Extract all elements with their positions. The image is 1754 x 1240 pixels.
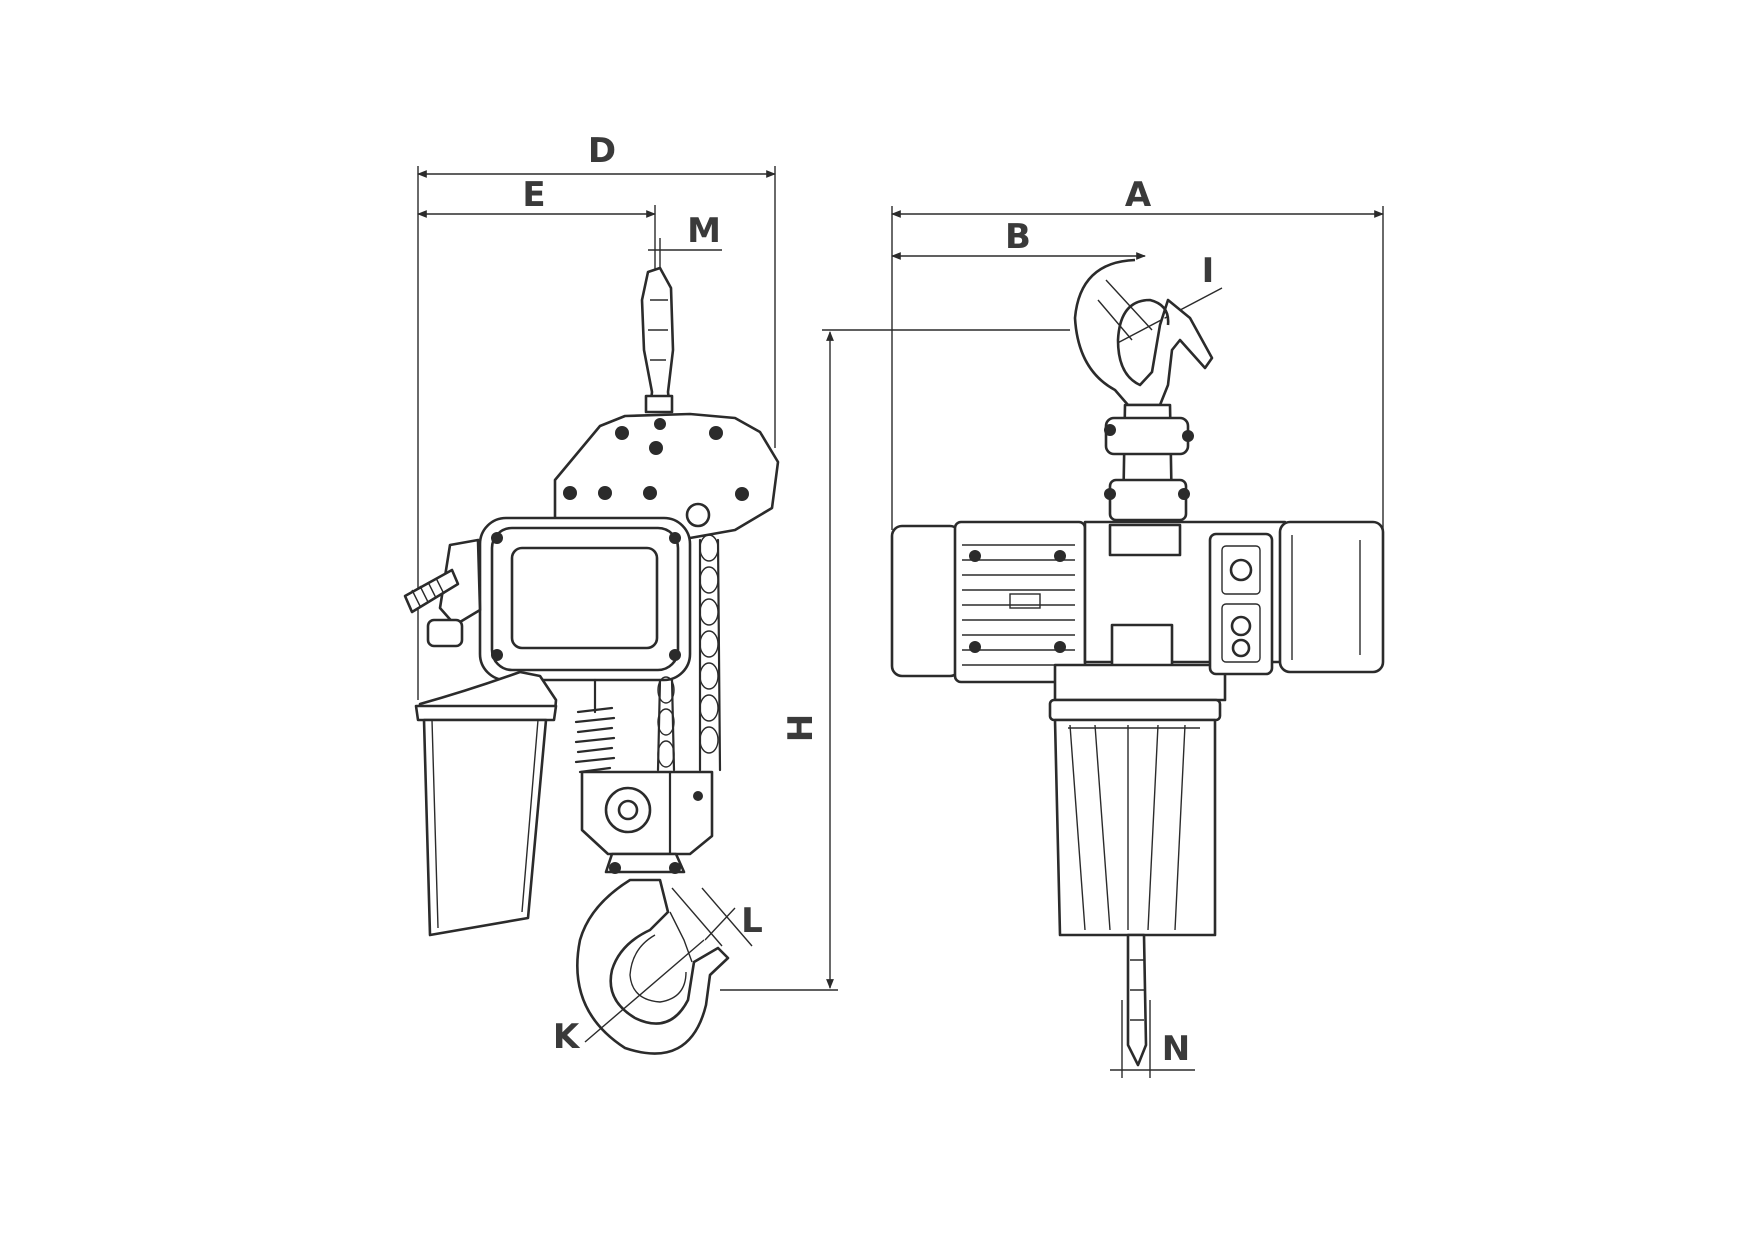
label-b: B: [1005, 217, 1031, 257]
label-e: E: [522, 175, 545, 215]
dimension-e: E: [417, 175, 656, 270]
bolt-icon: [693, 791, 703, 801]
load-chain: [656, 534, 722, 772]
bolt-icon: [669, 862, 681, 874]
dimension-a: A: [891, 175, 1384, 530]
bolt-icon: [491, 532, 503, 544]
dimension-k: K: [553, 939, 705, 1057]
bolt-icon: [615, 426, 629, 440]
bolt-icon: [735, 487, 749, 501]
bolt-icon: [1104, 424, 1116, 436]
label-k: K: [553, 1017, 581, 1057]
label-d: D: [588, 131, 616, 171]
brake-cover: [1278, 520, 1385, 674]
dimension-b: B: [891, 217, 1146, 260]
bolt-icon: [709, 426, 723, 440]
dimension-d: D: [417, 131, 776, 700]
label-m: M: [687, 211, 721, 251]
bottom-block: [580, 770, 714, 874]
bottom-hook: [576, 878, 730, 1055]
bolt-icon: [491, 649, 503, 661]
dimension-h: H: [720, 329, 1070, 991]
dimension-m: M: [648, 211, 722, 270]
control-box: [1208, 532, 1274, 676]
bolt-icon: [669, 649, 681, 661]
chain-container-front: [1048, 698, 1222, 937]
front-view: A B I: [890, 175, 1385, 1078]
buffer-spring: [574, 678, 616, 774]
bolt-icon: [969, 550, 981, 562]
cooling-fins: [962, 544, 1075, 666]
side-view: D E M: [403, 131, 780, 1057]
label-a: A: [1125, 175, 1152, 215]
label-n: N: [1162, 1029, 1190, 1069]
dimension-n: N: [1110, 1000, 1195, 1078]
bolt-icon: [1182, 430, 1194, 442]
swivel-block: [1104, 403, 1194, 522]
bolt-icon: [1054, 550, 1066, 562]
chain-end: [1126, 933, 1148, 1067]
bolt-icon: [969, 641, 981, 653]
top-hook-front: [1073, 258, 1214, 407]
cable-coil: [403, 538, 482, 648]
dimension-i: I: [1107, 251, 1223, 349]
label-l: L: [741, 901, 763, 941]
bolt-icon: [649, 441, 663, 455]
bolt-icon: [609, 862, 621, 874]
bolt-icon: [643, 486, 657, 500]
chain-links: [657, 534, 719, 768]
top-hook-edge: [640, 266, 675, 414]
bolt-icon: [1054, 641, 1066, 653]
bolt-icon: [654, 418, 666, 430]
bolt-icon: [1178, 488, 1190, 500]
bolt-icon: [1104, 488, 1116, 500]
suspension-plate: [553, 412, 780, 540]
gearbox-housing: [478, 516, 692, 682]
label-i: I: [1202, 251, 1215, 291]
chain-bucket: [414, 670, 558, 937]
motor-housing: [890, 520, 1087, 684]
bolt-icon: [563, 486, 577, 500]
dimension-l: L: [671, 887, 763, 947]
bolt-icon: [669, 532, 681, 544]
label-h: H: [781, 714, 821, 742]
bolt-icon: [598, 486, 612, 500]
